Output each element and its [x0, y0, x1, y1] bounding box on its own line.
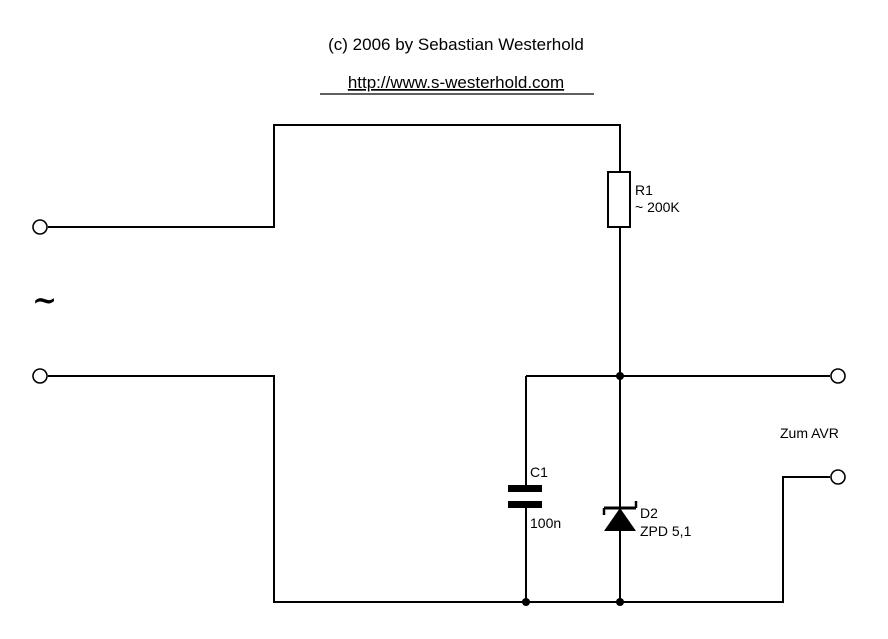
output-terminal-bottom: [830, 469, 846, 485]
c1-ref-label: C1: [530, 464, 548, 480]
output-terminal-top: [830, 368, 846, 384]
junction-dot-capacitor: [522, 598, 530, 606]
capacitor-plate-bottom: [508, 501, 542, 508]
zener-diode-triangle: [604, 508, 636, 531]
c1-value-label: 100n: [530, 515, 561, 531]
copyright-text: (c) 2006 by Sebastian Westerhold: [328, 35, 584, 54]
r1-value-label: ~ 200K: [635, 199, 680, 215]
input-terminal-bottom: [32, 368, 48, 384]
ground-wire: [48, 375, 830, 603]
d2-value-label: ZPD 5,1: [640, 523, 692, 539]
resistor-r1: [607, 171, 631, 228]
website-link[interactable]: http://www.s-westerhold.com: [348, 73, 564, 92]
output-label: Zum AVR: [780, 425, 839, 441]
d2-ref-label: D2: [640, 505, 658, 521]
r1-ref-label: R1: [635, 182, 653, 198]
ac-symbol: ~: [32, 283, 57, 318]
input-wire-top: [48, 124, 621, 228]
junction-dot-top: [616, 372, 624, 380]
junction-dot-diode: [616, 598, 624, 606]
capacitor-plate-top: [508, 485, 542, 492]
input-terminal-top: [32, 219, 48, 235]
